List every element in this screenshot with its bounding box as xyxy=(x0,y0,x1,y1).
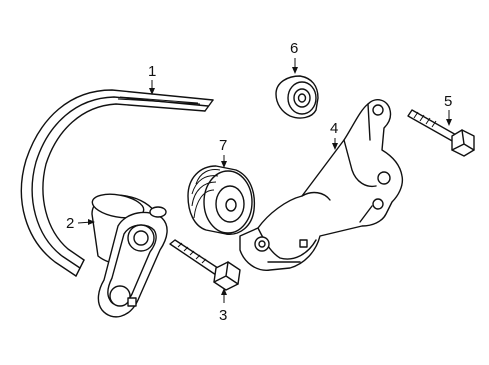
callout-3: 3 xyxy=(219,288,227,324)
mounting-bracket xyxy=(239,99,404,271)
bracket-bolt xyxy=(407,109,475,157)
callout-label-4: 4 xyxy=(330,120,338,137)
callout-label-3: 3 xyxy=(219,307,227,324)
callout-6: 6 xyxy=(290,40,298,74)
drive-belt xyxy=(20,89,214,277)
callout-label-6: 6 xyxy=(290,40,298,57)
tensioner-bolt xyxy=(169,239,241,291)
callout-1: 1 xyxy=(148,63,156,95)
callout-7: 7 xyxy=(219,137,227,168)
callout-4: 4 xyxy=(330,120,338,150)
callout-label-7: 7 xyxy=(219,137,227,154)
callout-label-1: 1 xyxy=(148,63,156,80)
idler-pulley-grooved xyxy=(187,165,256,235)
callout-label-2: 2 xyxy=(66,215,74,232)
idler-pulley-small xyxy=(275,75,319,119)
callout-2: 2 xyxy=(66,215,95,232)
callout-label-5: 5 xyxy=(444,93,452,110)
belt-tensioner xyxy=(91,193,168,318)
callout-5: 5 xyxy=(444,93,452,126)
